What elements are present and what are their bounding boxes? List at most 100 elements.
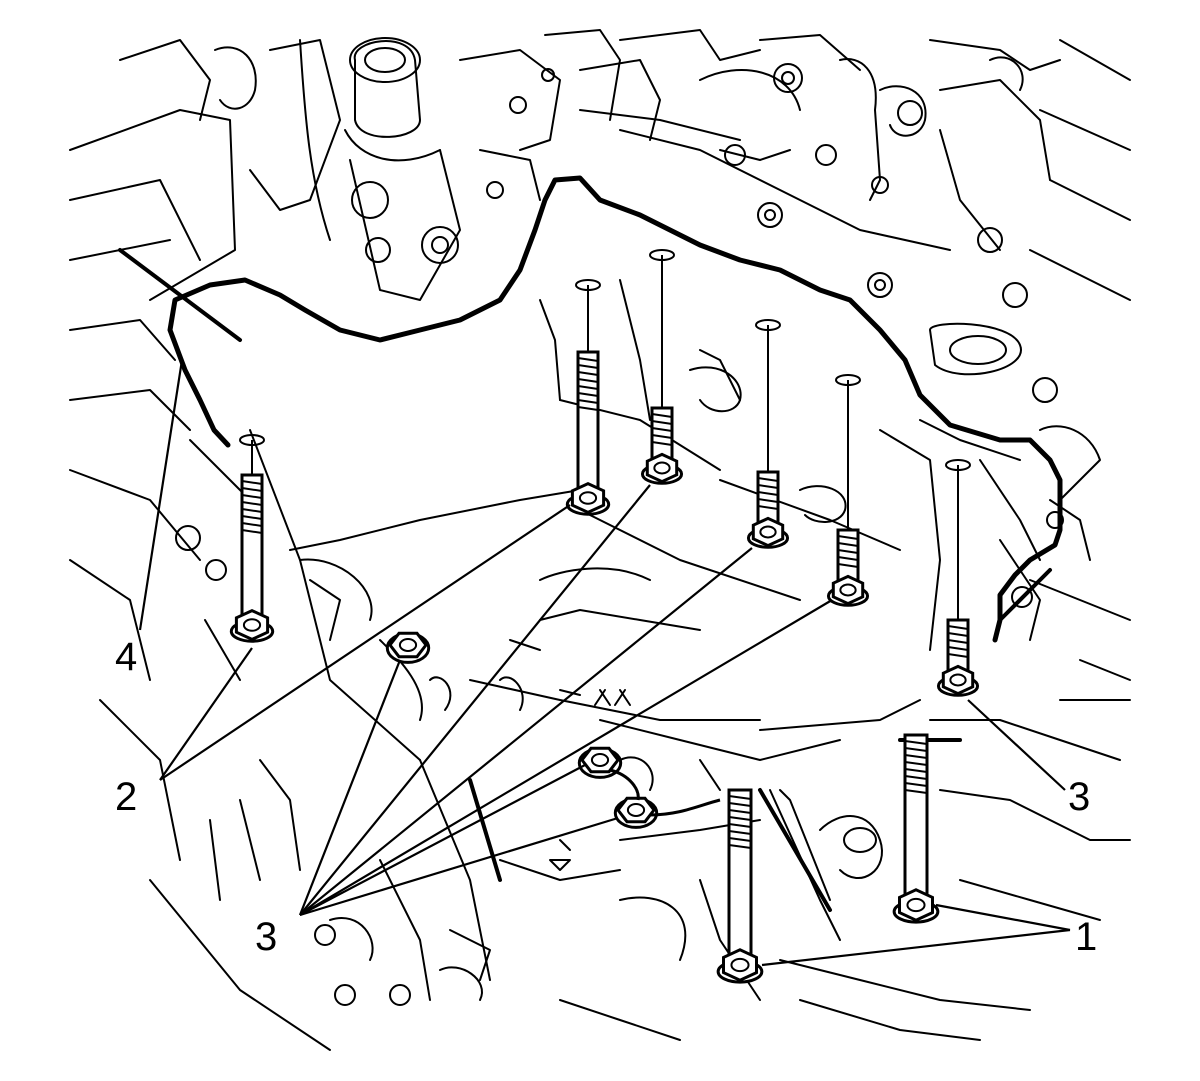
bolt-item3-d xyxy=(385,631,431,664)
bolt-item1-right-head-face xyxy=(906,897,926,913)
bolt-item3-a-hex-head xyxy=(645,452,679,484)
bolt-item3-a-bolt-hole xyxy=(649,249,675,261)
bolt-item2-left-thread xyxy=(241,494,263,499)
bolt-item3-c xyxy=(826,374,870,607)
leader-3-fan-1 xyxy=(298,659,402,916)
callout-label-1: 1 xyxy=(1075,915,1097,959)
bolt-item1-right-thread xyxy=(904,740,928,745)
leader-2b xyxy=(159,504,571,781)
bolt-item3-f-hex-head xyxy=(616,796,656,824)
bolt-item1-left-shank xyxy=(727,788,753,967)
bolt-item3-c-thread xyxy=(837,535,859,540)
bolt-layer xyxy=(229,249,980,984)
leader-2a xyxy=(159,647,253,781)
leader-line-layer xyxy=(138,359,1071,967)
bolt-item1-right-thread xyxy=(904,747,928,752)
bolt-item2-left-thread xyxy=(241,480,263,485)
bolt-item1-left-hex-head xyxy=(722,948,758,982)
bolt-item3-c-hex-head xyxy=(831,574,865,606)
bolt-item2-center-hex-head xyxy=(570,481,606,515)
bolt-item2-left-thread xyxy=(241,522,263,527)
leader-3-fan-6 xyxy=(299,816,619,917)
bolt-item1-right-hex-head xyxy=(898,888,934,922)
bolt-item3-c-thread xyxy=(837,542,859,547)
bolt-item3-right xyxy=(936,459,980,697)
bolt-item1-left-thread xyxy=(728,823,752,828)
bolt-item2-center-head-face xyxy=(578,491,598,505)
bolt-item2-left xyxy=(229,434,275,643)
bolt-item3-f-head-face xyxy=(626,803,646,817)
bolt-item3-right-head-face xyxy=(949,673,967,687)
bolt-item3-right-thread xyxy=(947,632,969,637)
bolt-item3-right-thread xyxy=(947,646,969,651)
oil-pan-gasket xyxy=(167,175,1063,643)
bolt-item1-left-thread xyxy=(728,802,752,807)
bolt-item3-a-thread xyxy=(651,413,673,418)
callout-label-4: 4 xyxy=(115,635,137,679)
bolt-item2-left-thread xyxy=(241,529,263,534)
bolt-item2-center-thread xyxy=(577,371,599,376)
leader-3-fan-2 xyxy=(299,484,651,916)
bolt-item3-c-bolt-hole xyxy=(835,374,861,386)
callout-label-3-right: 3 xyxy=(1068,775,1090,819)
bolt-item3-c-head-face xyxy=(839,583,857,597)
bolt-item1-left-head-face xyxy=(730,957,750,973)
bolt-item3-c-thread xyxy=(837,549,859,554)
bolt-item1-left xyxy=(716,788,764,984)
bolt-item1-left-thread xyxy=(728,837,752,842)
bolt-item1-left-thread xyxy=(728,830,752,835)
bolt-item2-left-hex-head xyxy=(234,608,270,642)
bolt-item3-right-thread xyxy=(947,639,969,644)
bolt-item2-center-thread xyxy=(577,406,599,411)
bolt-item3-a-thread xyxy=(651,434,673,439)
leader-3-fan-4 xyxy=(299,599,833,916)
bolt-item3-b-bolt-hole xyxy=(755,319,781,331)
bolt-item3-b-thread xyxy=(757,491,779,496)
bolt-item1-right-thread xyxy=(904,775,928,780)
bolt-item3-right-bolt-hole xyxy=(945,459,971,471)
callout-label-2: 2 xyxy=(115,775,137,819)
leader-3-right xyxy=(967,699,1066,791)
engine-background-linework xyxy=(69,29,1131,1051)
bolt-item3-b-hex-head xyxy=(751,516,785,548)
bolt-item2-left-head-face xyxy=(242,618,262,632)
bolt-item3-b-thread xyxy=(757,477,779,482)
bolt-item1-left-thread xyxy=(728,816,752,821)
bolt-item3-e xyxy=(577,746,623,779)
bolt-item2-center-thread xyxy=(577,364,599,369)
bolt-item2-left-thread xyxy=(241,508,263,513)
bolt-item3-b-thread xyxy=(757,484,779,489)
bolt-item1-left-thread xyxy=(728,844,752,849)
bolt-item1-right-thread xyxy=(904,761,928,766)
bolt-item2-left-thread xyxy=(241,487,263,492)
leader-4 xyxy=(138,359,184,631)
bolt-item3-a-thread xyxy=(651,420,673,425)
bolt-item3-a xyxy=(640,249,684,485)
bolt-item3-c-thread xyxy=(837,556,859,561)
bolt-item3-e-head-face xyxy=(590,753,610,767)
leader-3-fan-3 xyxy=(299,547,753,916)
bolt-item3-d-head-face xyxy=(398,638,418,652)
bolt-item1-right-thread xyxy=(904,782,928,787)
bolt-item3-a-thread xyxy=(651,441,673,446)
bolt-item3-right-thread xyxy=(947,625,969,630)
bolt-item1-left-thread xyxy=(728,809,752,814)
bolt-item1-right-thread xyxy=(904,789,928,794)
bolt-item2-center xyxy=(565,279,611,516)
leader-3-fan-5 xyxy=(299,764,586,916)
bolt-item2-center-thread xyxy=(577,357,599,362)
bolt-item3-b xyxy=(746,319,790,549)
bolt-item3-b-thread xyxy=(757,498,779,503)
bolt-item2-center-thread xyxy=(577,378,599,383)
bolt-item1-right-thread xyxy=(904,768,928,773)
bolt-item2-left-thread xyxy=(241,515,263,520)
leader-1b xyxy=(761,928,1071,967)
bolt-item2-left-bolt-hole xyxy=(239,434,265,446)
bolt-item2-center-thread xyxy=(577,385,599,390)
bolt-item3-c-thread xyxy=(837,563,859,568)
bolt-item1-right-thread xyxy=(904,754,928,759)
bolt-item3-d-hex-head xyxy=(388,631,428,659)
bolt-item1-left-thread xyxy=(728,795,752,800)
